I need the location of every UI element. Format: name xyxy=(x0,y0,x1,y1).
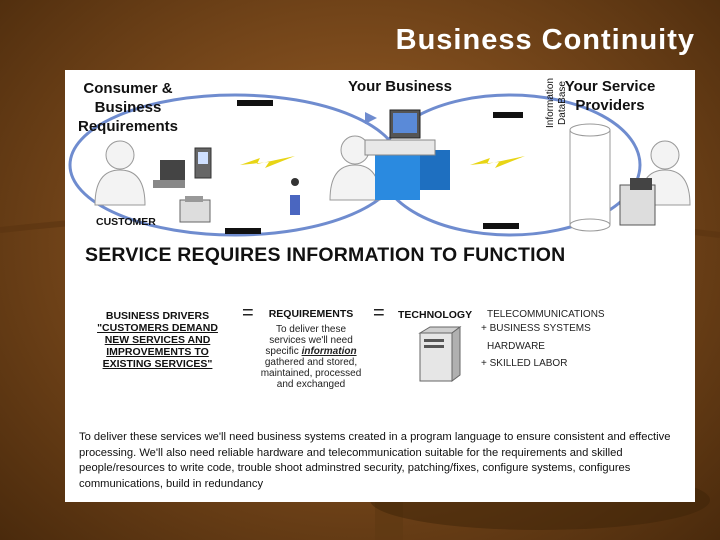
requirements-line-combined: specific information xyxy=(255,346,367,357)
service-providers-label: Your Service Providers xyxy=(564,78,656,114)
database-icon xyxy=(569,123,611,232)
requirements-line: and exchanged xyxy=(276,379,346,390)
drivers-line: IMPROVEMENTS TO xyxy=(106,346,209,358)
drivers-line: EXISTING SERVICES" xyxy=(102,358,213,370)
provider-computer-icon xyxy=(619,178,656,226)
explanation-paragraph: To deliver these services we'll need bus… xyxy=(79,431,671,490)
database-label: Information DataBase xyxy=(545,77,568,129)
wireless-tower-icon xyxy=(290,178,300,215)
server-tower-icon xyxy=(418,326,462,382)
business-continuity-diagram xyxy=(68,93,691,237)
consumer-requirements-label: Consumer & Business Requirements xyxy=(77,80,179,135)
lightning-right-icon xyxy=(470,156,525,168)
equals-sign-1: = xyxy=(242,302,254,324)
your-business-label: Your Business xyxy=(348,78,452,95)
requirements-line: To deliver these xyxy=(275,324,347,335)
business-drivers-block: BUSINESS DRIVERS "CUSTOMERS DEMAND NEW S… xyxy=(85,310,230,370)
requirements-heading: REQUIREMENTS xyxy=(268,308,354,320)
requirements-line: gathered and stored, xyxy=(264,357,358,368)
business-drivers-heading: BUSINESS DRIVERS xyxy=(105,310,210,322)
requirements-line: services we'll need xyxy=(269,335,353,346)
technology-item: TELECOMMUNICATIONS xyxy=(487,309,605,320)
requirements-line: maintained, processed xyxy=(260,368,362,379)
customer-person-icon xyxy=(94,140,146,206)
technology-item: HARDWARE xyxy=(487,341,545,352)
drivers-line: NEW SERVICES AND xyxy=(104,334,211,346)
phone-icon xyxy=(179,196,211,223)
technology-heading: TECHNOLOGY xyxy=(398,309,473,321)
section-headline: SERVICE REQUIRES INFORMATION TO FUNCTION xyxy=(85,244,566,266)
customer-label: CUSTOMER xyxy=(96,216,156,228)
pda-icon xyxy=(194,147,212,179)
drivers-line: "CUSTOMERS DEMAND xyxy=(97,322,218,334)
business-systems-icon xyxy=(364,109,450,200)
requirements-line: specific xyxy=(265,346,299,357)
page-title: Business Continuity xyxy=(395,24,695,56)
requirements-block: REQUIREMENTS To deliver these services w… xyxy=(255,308,367,390)
laptop-icon xyxy=(153,160,185,188)
business-person-icon xyxy=(329,135,381,201)
equals-sign-2: = xyxy=(373,302,385,324)
requirements-emphasis: information xyxy=(301,346,357,357)
technology-item: + SKILLED LABOR xyxy=(481,358,568,369)
lightning-left-icon xyxy=(240,156,295,168)
technology-item: + BUSINESS SYSTEMS xyxy=(481,323,591,334)
